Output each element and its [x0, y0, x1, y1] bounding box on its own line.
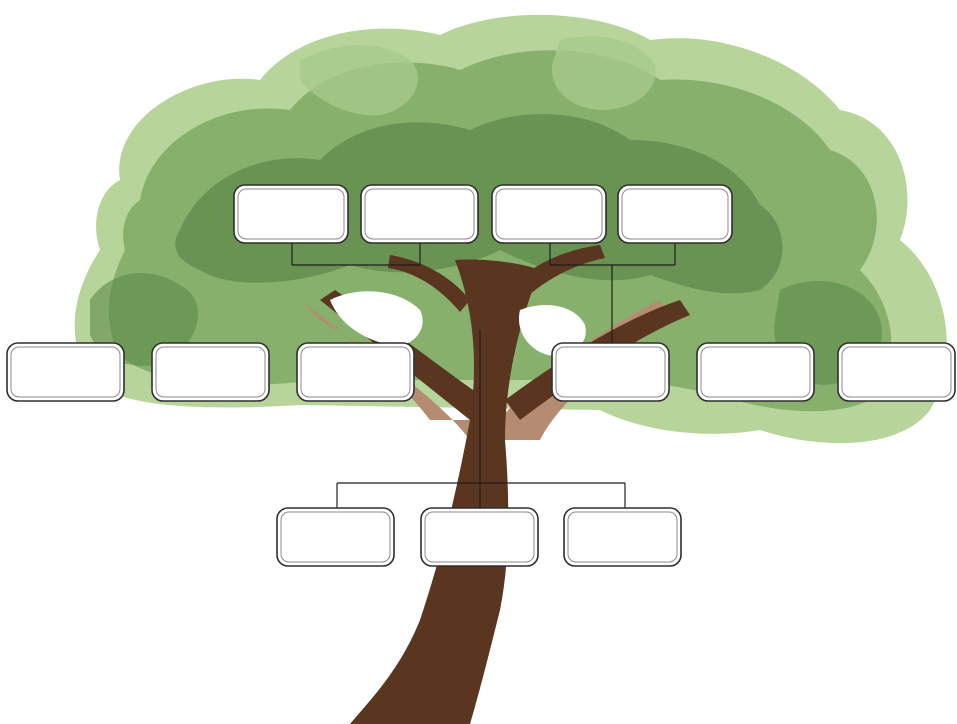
- name-box[interactable]: [491, 184, 607, 244]
- name-box[interactable]: [151, 342, 270, 402]
- name-box[interactable]: [837, 342, 956, 402]
- name-box[interactable]: [360, 184, 479, 244]
- name-box[interactable]: [296, 342, 415, 402]
- generation-parents: [6, 342, 956, 402]
- generation-children: [276, 507, 682, 567]
- name-box[interactable]: [6, 342, 125, 402]
- name-box[interactable]: [696, 342, 815, 402]
- name-box[interactable]: [563, 507, 682, 567]
- tree-trunk: [300, 245, 690, 724]
- generation-grandparents: [233, 184, 733, 244]
- tree-foliage: [74, 14, 947, 444]
- name-box[interactable]: [617, 184, 733, 244]
- name-box[interactable]: [551, 342, 670, 402]
- name-box[interactable]: [233, 184, 349, 244]
- name-box[interactable]: [420, 507, 539, 567]
- name-box[interactable]: [276, 507, 395, 567]
- connector-lines: [291, 242, 676, 508]
